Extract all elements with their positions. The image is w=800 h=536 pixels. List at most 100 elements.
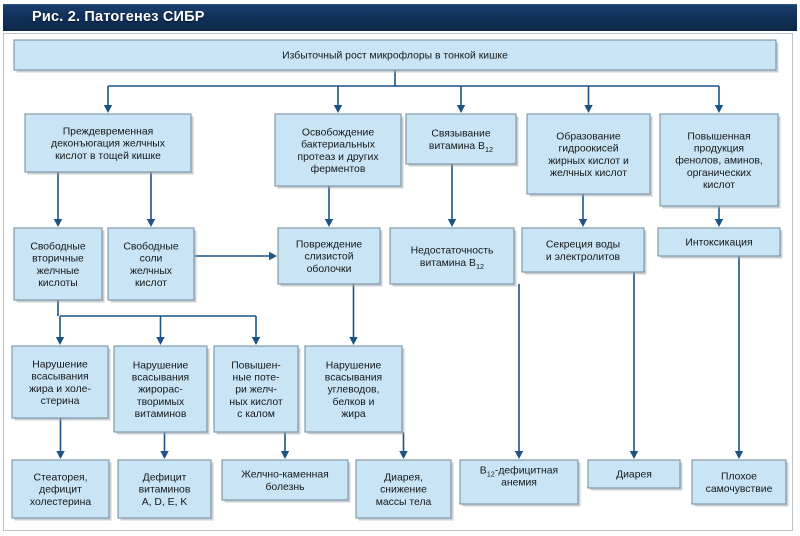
node-label: Нарушение [133, 360, 189, 371]
arrow-head [447, 219, 457, 227]
node-label: болезнь [265, 481, 304, 493]
node-label: холестерина [30, 497, 91, 508]
node-label: витамина B12 [429, 141, 493, 154]
node-label: Секреция воды [546, 240, 620, 251]
node-box[interactable] [11, 459, 110, 519]
node-box[interactable] [304, 345, 403, 433]
node-label: ферментов [311, 163, 366, 175]
node-box[interactable] [659, 113, 779, 207]
node-box[interactable] [11, 345, 109, 419]
node-box[interactable] [691, 459, 787, 505]
arrow-head [714, 105, 724, 113]
arrow-head [56, 451, 65, 459]
subscript: 12 [487, 470, 495, 479]
flow-node[interactable]: Избыточный рост микрофлоры в тонкой кишк… [13, 39, 779, 73]
node-box[interactable] [117, 459, 212, 519]
arrow-head [103, 105, 113, 113]
node-label: всасывания [325, 373, 382, 384]
page-title: Рис. 2. Патогенез СИБР [32, 9, 205, 25]
node-box[interactable] [213, 345, 299, 433]
node-label: бактериальных [301, 139, 376, 151]
node-label: витамина B12 [420, 258, 484, 271]
node-label: Нарушение [32, 359, 88, 370]
node-box[interactable] [277, 227, 381, 285]
node-label: белков и [333, 396, 375, 408]
arrow-head [456, 105, 466, 113]
node-box[interactable] [24, 113, 192, 173]
node-label: кислоты [38, 278, 78, 289]
node-box[interactable] [113, 345, 208, 433]
flow-node[interactable]: Интоксикация [657, 227, 783, 259]
node-label: Избыточный рост микрофлоры в тонкой кишк… [282, 50, 508, 62]
node-box[interactable] [107, 227, 195, 301]
node-label: деконъюгация желчных [51, 139, 166, 150]
arrow-head [156, 337, 165, 345]
flow-node[interactable]: Нарушениевсасыванияжирорас-творимыхвитам… [113, 345, 210, 435]
node-label: гидроокисей [558, 144, 618, 155]
node-label: жирорас- [138, 385, 183, 396]
node-label: Интоксикация [685, 238, 752, 249]
node-label: Стеаторея, [34, 473, 88, 484]
node-label: всасывания [31, 372, 88, 383]
node-label: кислот [135, 278, 167, 289]
node-box[interactable] [657, 227, 781, 257]
subscript: 12 [476, 262, 484, 271]
node-label: Свободные [30, 240, 85, 252]
node-box[interactable] [526, 113, 651, 195]
node-label: Связывание [431, 129, 490, 140]
node-box[interactable] [389, 227, 515, 285]
node-label: желчных [130, 266, 173, 277]
arrow-head [578, 219, 588, 227]
node-label: снижение [380, 485, 427, 496]
arrow-head [324, 219, 334, 227]
connectors-layer [53, 70, 744, 459]
node-box[interactable] [459, 459, 579, 505]
arrow-head [160, 451, 169, 459]
node-label: Повышен- [231, 360, 281, 371]
arrow-head [399, 451, 408, 459]
node-box[interactable] [221, 459, 349, 501]
node-label: Диарея [616, 470, 652, 481]
node-label: фенолов, аминов, [675, 155, 763, 167]
node-box[interactable] [405, 113, 517, 165]
arrow-head [349, 337, 358, 345]
node-box[interactable] [13, 227, 103, 301]
node-label: Плохое [721, 472, 757, 483]
node-label: ных кислот [229, 397, 283, 408]
node-box[interactable] [13, 39, 777, 71]
node-box[interactable] [355, 459, 452, 519]
node-label: Недостаточность [411, 246, 494, 257]
node-label: массы тела [376, 497, 432, 508]
node-label: B12-дефицитная [480, 465, 558, 479]
node-label: витаминов [139, 485, 191, 496]
node-box[interactable] [587, 459, 681, 489]
node-box[interactable] [521, 227, 645, 273]
node-label: стерина [41, 396, 80, 407]
arrow-head [584, 105, 593, 113]
node-box[interactable] [274, 113, 402, 187]
node-label: кислот [703, 180, 735, 191]
flow-node[interactable]: Диарея [587, 459, 683, 491]
nodes-layer: Избыточный рост микрофлоры в тонкой кишк… [11, 39, 789, 521]
figure-title-bar: Рис. 2. Патогенез СИБР [3, 4, 797, 31]
